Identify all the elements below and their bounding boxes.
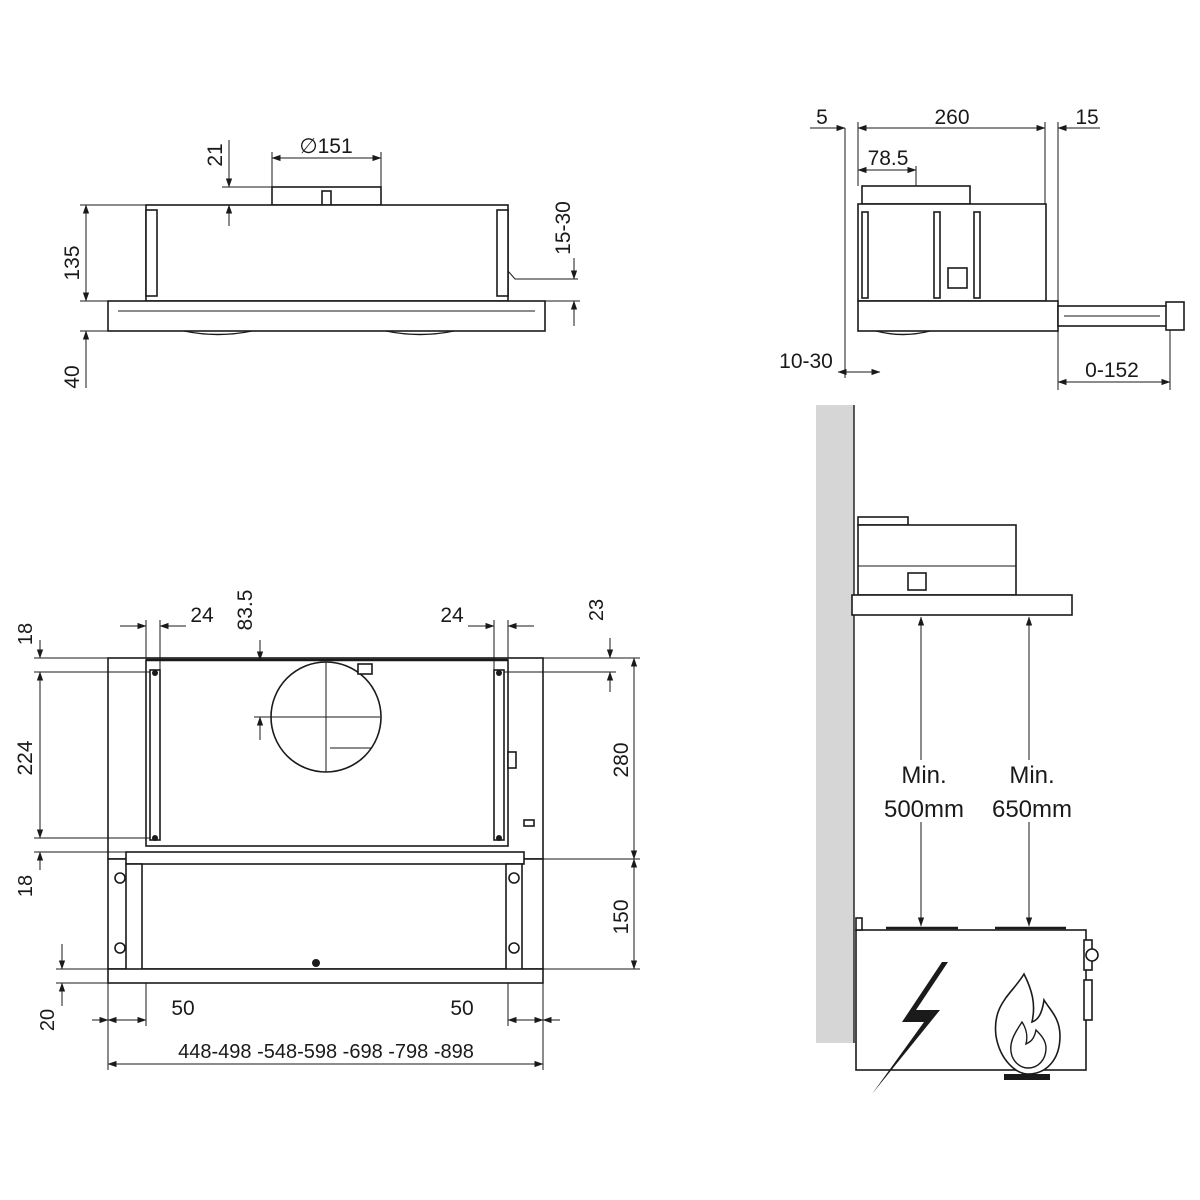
dim-duct-offset: 78.5 <box>868 147 909 170</box>
dim-right-24: 24 <box>440 604 464 627</box>
dim-rear: 15 <box>1075 106 1098 129</box>
dim-wall-gap: 5 <box>816 106 828 129</box>
light-right <box>385 330 455 336</box>
dim-20: 20 <box>37 1009 59 1031</box>
visor-side <box>857 300 1059 332</box>
dim-left-24: 24 <box>190 604 214 627</box>
dim-visor-height: 40 <box>61 365 84 388</box>
min-electric-line2: 500mm <box>884 796 964 823</box>
flame-icon <box>994 972 1061 1080</box>
dim-224: 224 <box>14 740 37 775</box>
hood-visor-install <box>851 594 1073 616</box>
hood-side-install <box>857 524 1017 596</box>
top-view: 24 24 83.5 18 224 18 20 23 280 <box>14 590 640 1070</box>
dim-right-50: 50 <box>450 997 473 1020</box>
visor-front <box>107 300 546 332</box>
dim-extension: 0-152 <box>1085 359 1139 382</box>
min-gas-line2: 650mm <box>992 796 1072 823</box>
min-gas-line1: Min. <box>1009 762 1054 789</box>
dim-adjust: 15-30 <box>552 201 575 255</box>
side-duct <box>861 185 971 205</box>
dim-left-50: 50 <box>171 997 194 1020</box>
hood-body-front <box>145 204 509 302</box>
drawer-visor-top <box>107 858 544 970</box>
side-view: 5 260 15 78.5 10-30 0-152 <box>779 106 1185 390</box>
damper-pin <box>321 190 332 206</box>
dim-duct-diameter: ∅151 <box>299 135 352 158</box>
front-view: ∅151 21 135 40 15-30 <box>61 135 580 389</box>
dim-visor-drop: 10-30 <box>779 350 833 373</box>
side-motor-box <box>947 267 968 289</box>
dim-body-height: 135 <box>61 245 84 280</box>
light-left <box>183 330 253 336</box>
dim-150: 150 <box>610 899 633 934</box>
wall <box>816 405 854 1043</box>
dim-duct-center: 83.5 <box>234 590 257 631</box>
dim-collar-height: 21 <box>204 143 227 166</box>
dim-bottom-18: 18 <box>15 875 37 897</box>
right-bracket <box>496 209 509 297</box>
extension-handle <box>1165 301 1185 331</box>
dim-widths: 448-498 -548-598 -698 -798 -898 <box>178 1041 474 1063</box>
dim-top-23: 23 <box>586 599 608 621</box>
left-bracket <box>145 209 158 297</box>
install-view: Min. 500mm Min. 650mm <box>816 405 1099 1094</box>
dim-top-18: 18 <box>15 623 37 645</box>
min-electric-line1: Min. <box>901 762 946 789</box>
dim-depth: 260 <box>934 106 969 129</box>
dim-280: 280 <box>610 742 633 777</box>
